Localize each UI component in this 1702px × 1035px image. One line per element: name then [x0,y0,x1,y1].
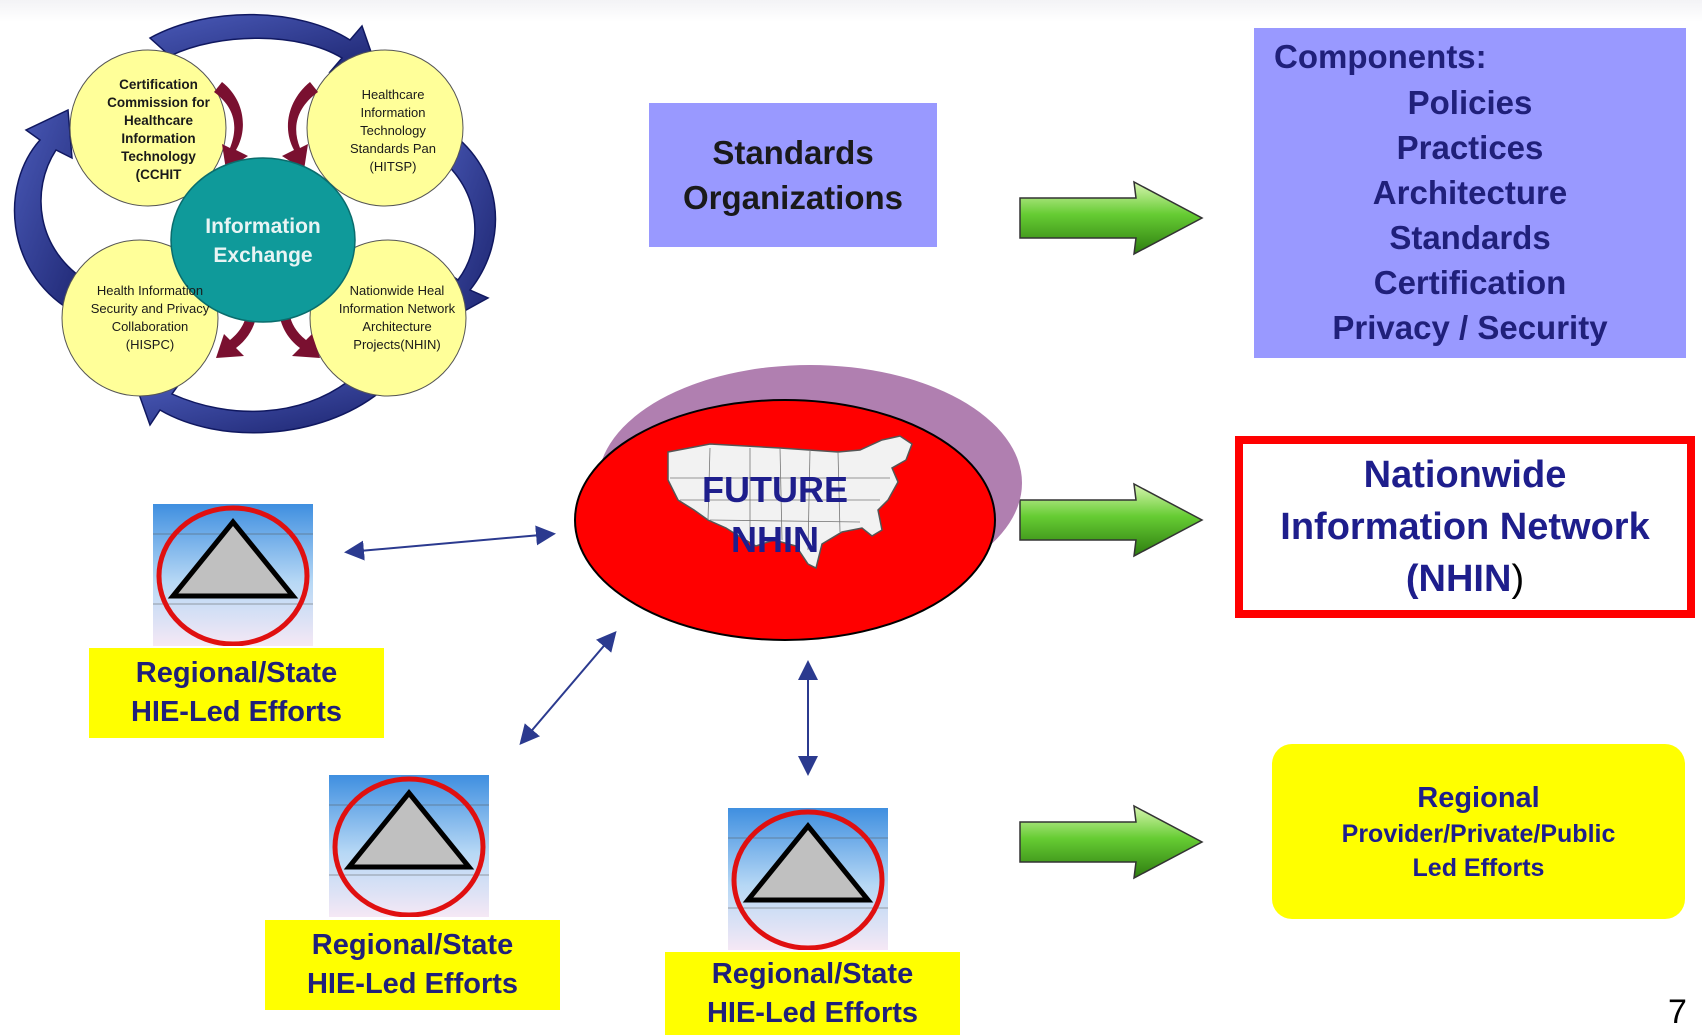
circle-hitsp [306,49,464,207]
hie-pyramid-icon-2 [329,775,489,917]
arrow-nhin-hie2 [519,630,617,746]
top-band [0,0,1702,22]
components-list: Policies Practices Architecture Standard… [1254,80,1686,350]
component-item: Architecture [1372,174,1568,211]
page-number: 7 [1668,993,1687,1031]
usa-map-state-lines [670,447,890,551]
hie-pyramid-icon-1 [153,504,313,646]
green-arrow-bottom [1019,804,1204,880]
usa-map-icon [667,435,913,570]
components-title: Components: [1274,38,1487,75]
circle-hispc [61,239,219,397]
green-arrow-top [1019,180,1204,256]
components-box: Components: Policies Practices Architect… [1254,28,1686,358]
arrow-nhin-hie1 [344,525,556,561]
cycle-diagram [13,13,497,434]
green-arrow-middle [1019,482,1204,558]
component-item: Practices [1396,129,1544,166]
component-item: Privacy / Security [1332,309,1608,346]
component-item: Certification [1373,264,1567,301]
future-nhin-graphic [574,365,1022,641]
maroon-arrow-1 [214,82,248,170]
hie-pyramid-icon-3 [728,808,888,950]
circle-cchit [69,49,227,207]
cycle-arrow-left [13,108,90,312]
component-item: Policies [1407,84,1533,121]
future-nhin-label: FUTURE NHIN [702,469,848,560]
circle-nhin-proj [309,239,467,397]
provider-led-efforts-box: Regional Provider/Private/Public Led Eff… [1272,744,1685,919]
component-item: Standards [1389,219,1551,256]
information-exchange-ellipse [170,157,356,323]
nhin-box: Nationwide Information Network (NHIN) [1235,436,1695,618]
standards-organizations-box: Standards Organizations [649,103,937,247]
maroon-arrow-2 [282,82,318,170]
